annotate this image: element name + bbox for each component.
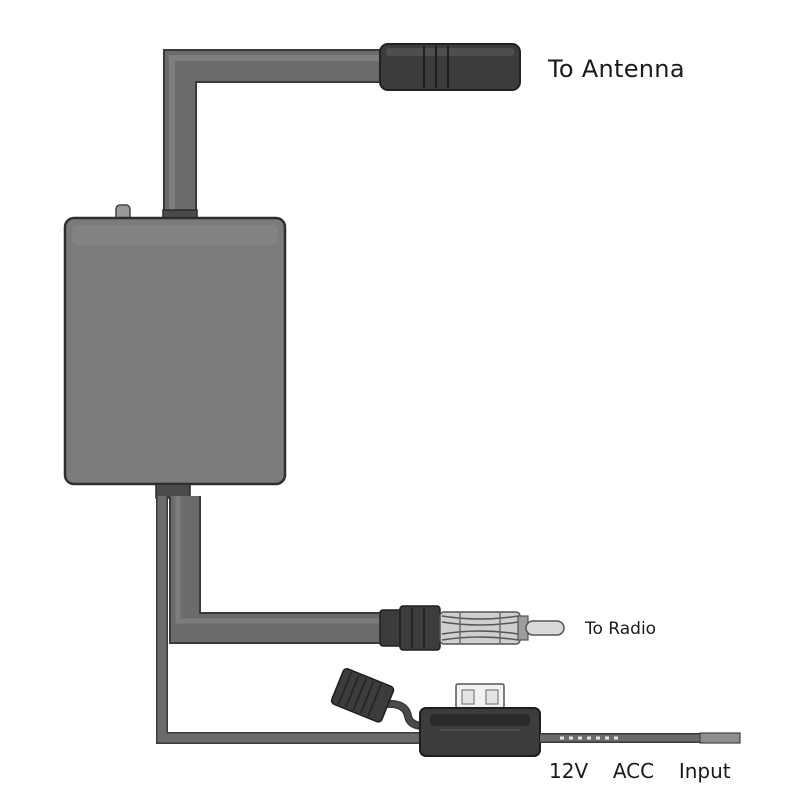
amplifier-box [63,216,287,486]
power-cable [156,496,425,744]
to-radio-label: To Radio [585,619,657,639]
fuse-cap [330,668,395,723]
antenna-connector [379,43,521,91]
power-input-label: 12V ACC Input [549,759,731,783]
fuse-holder [419,707,541,757]
bottom-cable-collar [155,483,191,499]
radio-plug [379,605,565,651]
blade-fuse [455,683,505,709]
to-antenna-label: To Antenna [548,55,685,83]
stripped-wire-end [699,732,741,744]
radio-cable [169,496,385,644]
power-lead [540,732,741,744]
antenna-cable [163,49,385,218]
